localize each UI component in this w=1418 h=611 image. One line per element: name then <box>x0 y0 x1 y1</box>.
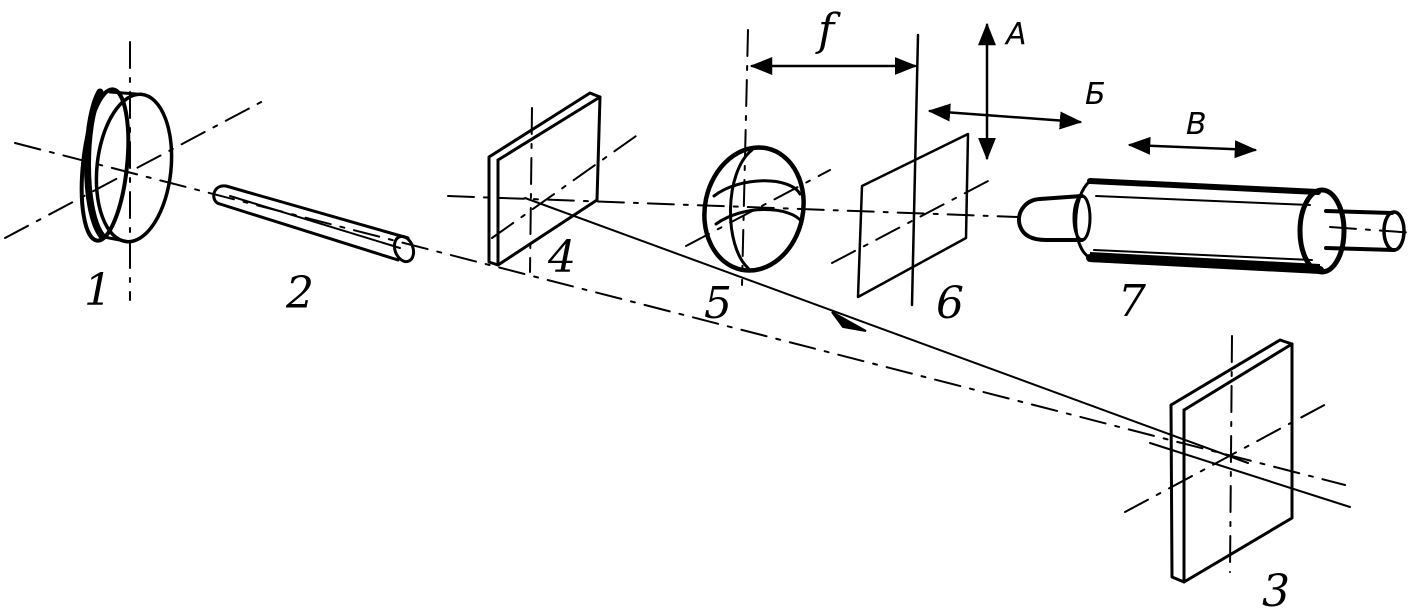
component-6-screen <box>831 132 991 299</box>
arrow-b-horizontal <box>927 103 1083 130</box>
translation-arrows: A Б В <box>927 17 1258 161</box>
label-5: 5 <box>704 278 732 329</box>
main-beam-line <box>14 142 1346 486</box>
horizontal-axis-line <box>447 195 1019 218</box>
reflected-beam-line <box>524 197 1249 464</box>
component-7-microscope <box>1017 178 1406 275</box>
arrow-a-label: A <box>1004 17 1027 52</box>
component-1-mirror <box>4 41 266 301</box>
component-3-plate <box>1124 335 1351 584</box>
beam-direction-arrow <box>831 311 867 332</box>
component-labels: 1 2 4 5 6 7 3 <box>84 232 1290 611</box>
component-4-plate <box>487 91 637 273</box>
label-3: 3 <box>1262 566 1290 611</box>
arrow-b-label: Б <box>1085 77 1106 112</box>
label-2: 2 <box>285 268 314 319</box>
component-2-rod <box>212 184 416 264</box>
label-7: 7 <box>1118 276 1146 327</box>
label-4: 4 <box>547 232 576 283</box>
focal-length-label: f <box>815 5 841 56</box>
arrow-v-horizontal <box>1127 136 1258 159</box>
component-5-lens <box>685 29 831 286</box>
label-1: 1 <box>84 265 112 316</box>
arrow-v-label: В <box>1186 107 1207 142</box>
label-6: 6 <box>936 278 964 329</box>
